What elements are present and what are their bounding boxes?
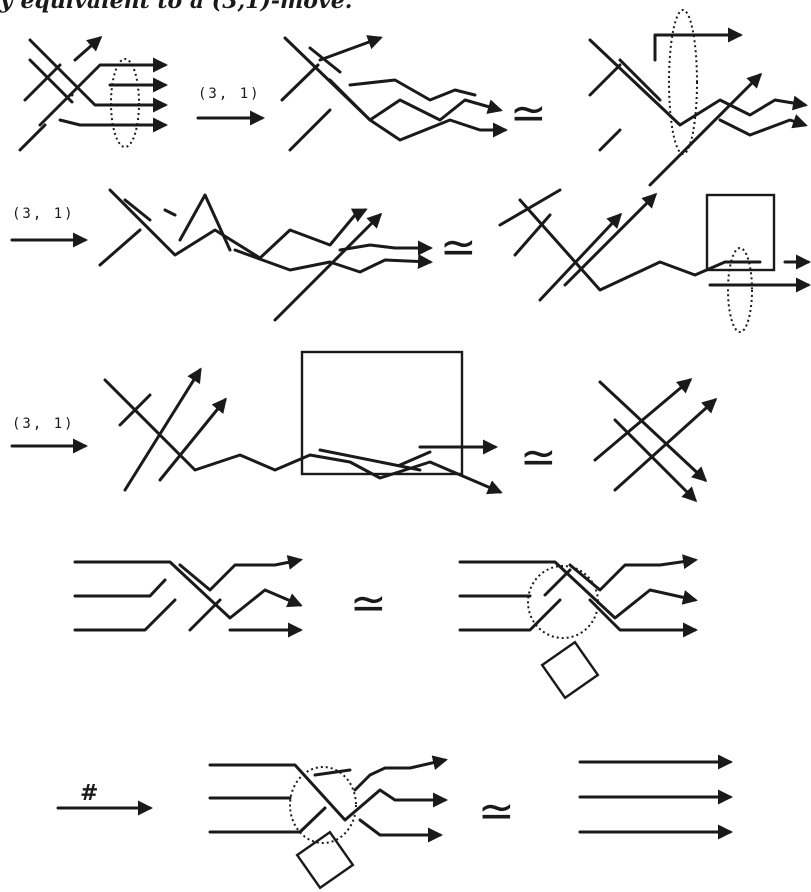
braid-1b [282, 38, 505, 150]
move-arrow-3: (3, 1) [12, 416, 85, 446]
equivalence-symbol-3: ≃ [520, 432, 557, 483]
trivial-braid [580, 762, 730, 832]
row-3: (3, 1) ≃ [12, 352, 715, 500]
braid-3b [595, 380, 715, 500]
braid-1c [590, 10, 805, 185]
connected-sum-arrow: # [58, 781, 150, 808]
move-label-3: (3, 1) [12, 416, 75, 432]
row-4: ≃ [75, 560, 695, 698]
equivalence-symbol-2: ≃ [440, 222, 477, 273]
braid-5a [210, 760, 445, 888]
braid-3a [105, 352, 500, 492]
braid-4a [75, 560, 300, 630]
row-5: # ≃ [58, 760, 730, 888]
move-label-2: (3, 1) [12, 206, 75, 222]
move-label: (3, 1) [198, 86, 261, 102]
row-1: (3, 1) ≃ [20, 10, 805, 185]
equivalence-symbol-4: ≃ [350, 578, 387, 629]
row-2: (3, 1) ≃ [12, 190, 808, 332]
move-arrow-1: (3, 1) [198, 86, 262, 118]
equivalence-symbol: ≃ [510, 88, 547, 139]
connected-sum-symbol: # [80, 781, 98, 806]
equivalence-symbol-5: ≃ [478, 786, 515, 837]
braid-2a [100, 190, 430, 320]
braid-2b [500, 190, 808, 332]
braid-1a [20, 38, 165, 150]
braid-4b [460, 560, 695, 698]
move-arrow-2: (3, 1) [12, 206, 85, 240]
